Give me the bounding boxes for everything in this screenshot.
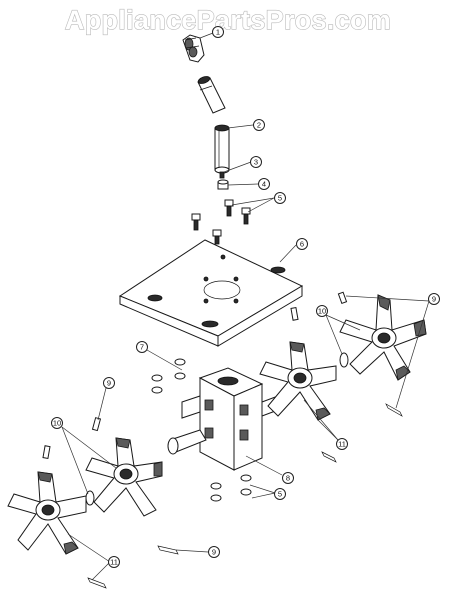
svg-text:11: 11 (338, 440, 346, 449)
svg-text:7: 7 (140, 343, 144, 352)
part-handle-grip (182, 34, 205, 63)
callout-5-lower: 5 (274, 488, 286, 500)
svg-text:5: 5 (278, 194, 282, 203)
part-tine-left-middle (85, 437, 163, 517)
callout-9-right: 9 (428, 293, 440, 305)
svg-text:1: 1 (216, 28, 220, 37)
part-nuts-lower (210, 474, 252, 502)
callout-8: 8 (282, 472, 294, 484)
callout-6: 6 (296, 238, 308, 250)
part-washers (85, 352, 349, 506)
callout-4: 4 (258, 178, 270, 190)
part-pin-right (290, 306, 299, 321)
callout-10-left: 10 (51, 417, 63, 429)
callout-3: 3 (250, 156, 262, 168)
part-upper-tube (197, 76, 226, 114)
svg-text:5: 5 (278, 490, 282, 499)
callout-9-left: 9 (103, 377, 115, 389)
svg-text:9: 9 (432, 295, 436, 304)
watermark-logo: AppliancePartsPros.com (65, 5, 391, 35)
svg-text:10: 10 (53, 419, 61, 428)
part-mounting-plate (118, 239, 304, 347)
callout-9-bottom: 9 (208, 546, 220, 558)
svg-text:6: 6 (300, 240, 304, 249)
callout-2: 2 (253, 119, 265, 131)
svg-text:2: 2 (257, 121, 261, 130)
part-tine-far-right (339, 294, 427, 381)
part-hairpin-clips (87, 403, 403, 589)
svg-text:9: 9 (107, 379, 111, 388)
part-pin (219, 171, 225, 179)
svg-text:11: 11 (110, 558, 118, 567)
svg-text:3: 3 (254, 158, 258, 167)
svg-text:9: 9 (212, 548, 216, 557)
part-nuts-left (151, 358, 186, 394)
part-shaft (214, 124, 230, 174)
part-tine-right-middle (259, 341, 337, 421)
part-tine-far-left (7, 471, 87, 555)
callout-7: 7 (136, 341, 148, 353)
part-spacer (217, 179, 229, 190)
part-clevis-pins (42, 291, 348, 460)
part-bolts-upper (191, 199, 251, 245)
svg-text:4: 4 (262, 180, 266, 189)
svg-text:8: 8 (286, 474, 290, 483)
svg-text:10: 10 (318, 307, 326, 316)
part-gearbox (167, 367, 279, 471)
leader-lines (61, 32, 430, 581)
callout-11-left: 11 (108, 556, 120, 568)
callout-1: 1 (212, 26, 224, 38)
callout-10-right: 10 (316, 305, 328, 317)
callout-11-right: 11 (336, 438, 348, 450)
callout-5-upper: 5 (274, 192, 286, 204)
